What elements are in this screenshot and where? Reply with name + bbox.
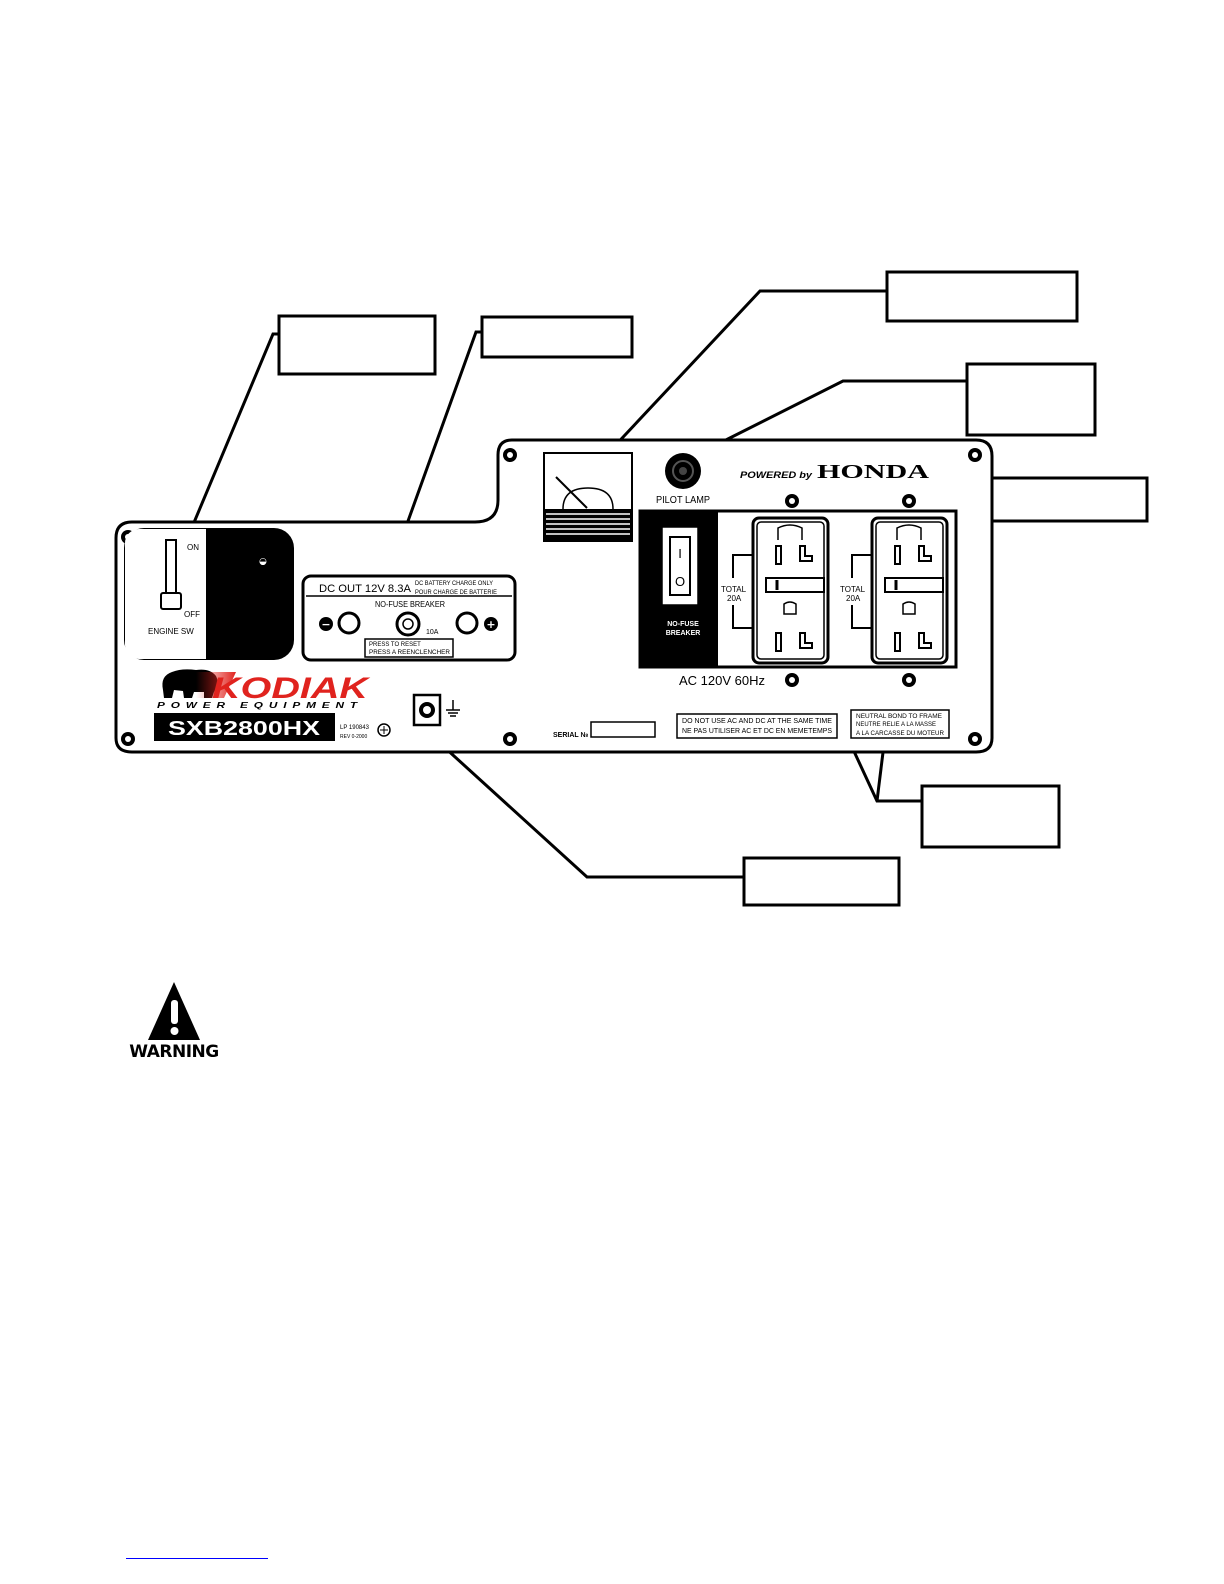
dc-output-title: DC OUT 12V 8.3A [319, 583, 412, 595]
ac-rating-label: AC 120V 60Hz [679, 673, 765, 688]
neutral-bond-label [850, 709, 950, 739]
caution-label [676, 713, 838, 739]
engine-switch-off-label: OFF [184, 610, 200, 619]
ac-section: I O NO-FUSE BREAKER [638, 509, 958, 688]
lp-revision: REV 0-2000 [340, 734, 367, 740]
ac-receptacle-1[interactable] [751, 516, 830, 665]
dc-output-section: DC OUT 12V 8.3A DC BATTERY CHARGE ONLY P… [301, 574, 517, 662]
callout-box-ac-breaker [975, 476, 1149, 523]
dc-breaker-amp: 10A [426, 629, 439, 636]
callout-box-engine-switch [277, 314, 437, 376]
total-label-1: TOTAL [721, 585, 747, 594]
model-plate [154, 713, 335, 741]
serial-label: SERIAL № [553, 731, 588, 739]
callout-box-dc-output [480, 315, 634, 359]
kodiak-logo: KODIAK POWER EQUIPMENT SXB2800HX [154, 669, 371, 741]
total-bracket-2 [851, 554, 871, 578]
dc-reset-line2: PRESS A REENCLENCHER [369, 650, 451, 656]
dc-breaker-button[interactable] [395, 611, 421, 637]
model-number: SXB2800HX [168, 718, 321, 740]
voltmeter-needle [555, 476, 588, 509]
ac-receptacle-2[interactable] [870, 516, 949, 665]
footer-link-rule [126, 1558, 268, 1559]
pilot-lamp: PILOT LAMP [656, 453, 710, 506]
certification-mark-icon [377, 723, 391, 737]
ground-terminal[interactable] [412, 693, 442, 727]
honda-wordmark: HONDA [817, 461, 930, 483]
warning-label: WARNING [129, 1042, 219, 1062]
caution-line1: DO NOT USE AC AND DC AT THE SAME TIME [682, 718, 832, 725]
engine-switch-label: ENGINE SW [148, 627, 194, 636]
breaker-on-mark: I [678, 546, 682, 561]
dc-breaker-label: NO-FUSE BREAKER [375, 600, 445, 609]
dc-plus-icon [484, 617, 498, 631]
dc-note-line2: POUR CHARGE DE BATTERIE [415, 590, 497, 596]
kodiak-subtitle: POWER EQUIPMENT [157, 701, 363, 710]
engine-switch-section: ON OFF ENGINE SW ◒ [124, 528, 294, 660]
voltmeter [543, 452, 633, 542]
leader-dc-output [392, 330, 482, 561]
warning-triangle-icon [148, 982, 200, 1040]
callout-box-pilot-lamp [965, 362, 1097, 437]
powered-by-text: POWERED by [740, 470, 813, 480]
neutral-line1: NEUTRAL BOND TO FRAME [856, 714, 942, 720]
breaker-off-mark: O [675, 574, 685, 589]
callout-box-ac-receptacles [920, 784, 1061, 849]
caution-line2: NE PAS UTILISER AC ET DC EN MEMETEMPS [682, 728, 832, 735]
callout-box-voltmeter [885, 270, 1079, 323]
warning-block: WARNING [128, 980, 220, 1070]
ac-breaker-label-line1: NO-FUSE [667, 621, 699, 628]
dc-positive-terminal[interactable] [455, 611, 479, 635]
dc-minus-symbol: − [321, 618, 330, 631]
neutral-line3: A LA CARCASSE DU MOTEUR [856, 731, 945, 737]
dc-minus-icon [319, 617, 333, 631]
dc-plus-symbol: + [486, 618, 495, 631]
leader-voltmeter [608, 289, 887, 453]
ac-breaker-label-line2: BREAKER [666, 630, 701, 637]
honda-logo: POWERED by HONDA [740, 461, 930, 483]
fuel-icon: ◒ [259, 557, 267, 567]
callout-box-ground-terminal [742, 856, 901, 907]
pilot-lamp-label: PILOT LAMP [656, 495, 710, 506]
leader-ground [430, 734, 744, 879]
dc-negative-terminal[interactable] [337, 611, 361, 635]
engine-switch-lever[interactable] [160, 592, 182, 610]
dc-reset-line1: PRESS TO RESET [369, 642, 421, 648]
serial-number-field [590, 721, 656, 738]
lp-number: LP 190843 [340, 725, 370, 731]
total-bracket-1 [732, 554, 752, 578]
total-amp-1: 20A [727, 594, 742, 603]
neutral-line2: NEUTRE RELIE A LA MASSE [856, 722, 936, 728]
engine-switch-on-label: ON [187, 543, 199, 552]
leader-engine-switch [170, 332, 279, 576]
total-label-2: TOTAL [840, 585, 866, 594]
dc-note-line1: DC BATTERY CHARGE ONLY [415, 581, 493, 587]
leader-pilot-lamp [695, 379, 967, 457]
ground-symbol-icon [446, 700, 460, 717]
kodiak-wordmark: KODIAK [212, 672, 371, 705]
engine-switch-slot [165, 539, 177, 601]
total-amp-2: 20A [846, 594, 861, 603]
